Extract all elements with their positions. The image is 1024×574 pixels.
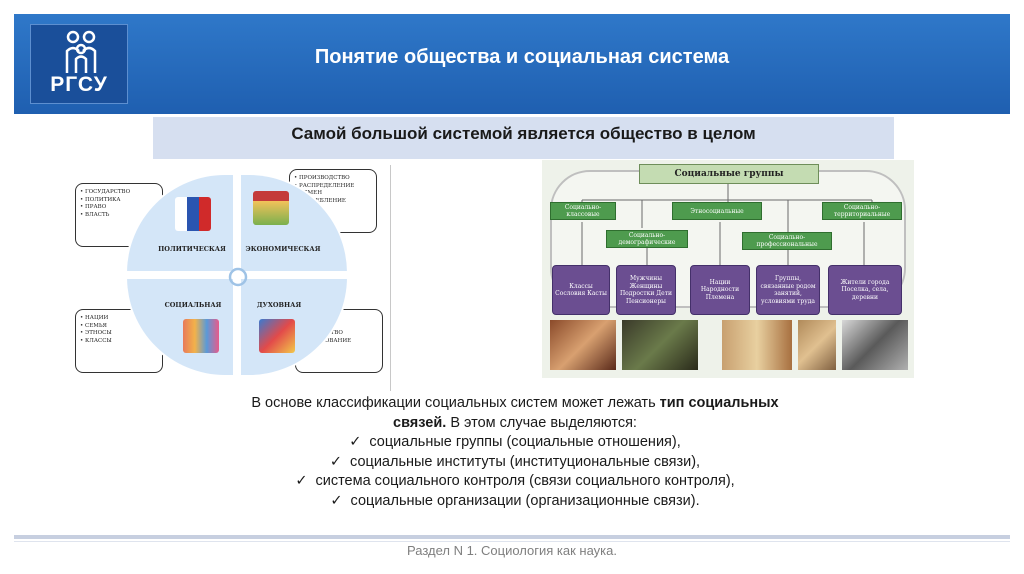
list-item: ✓социальные институты (институциональные… [329, 453, 701, 470]
example-demographic: Мужчины Женщины Подростки Дети Пенсионер… [616, 265, 676, 315]
intro-bold: тип социальных связей. [393, 395, 779, 431]
quadrant-label: ПОЛИТИЧЕСКАЯ [158, 245, 226, 253]
quadrant-economic: ЭКОНОМИЧЕСКАЯ [239, 173, 349, 273]
category-demographic: Социально-демографические [606, 230, 688, 248]
example-class: Классы Сословия Касты [552, 265, 610, 315]
quadrant-spiritual: ДУХОВНАЯ [239, 277, 349, 377]
social-item: НАЦИИ [80, 315, 158, 323]
social-item: ЭТНОСЫ [80, 330, 158, 338]
checkmark-icon: ✓ [295, 473, 308, 489]
economic-item: ПРОИЗВОДСТВО [294, 175, 372, 183]
spiritual-item: ОБРАЗОВАНИЕ [300, 338, 378, 346]
photo-nations [722, 320, 792, 370]
economic-item: ПОТРЕБЛЕНИЕ [294, 198, 372, 206]
footer-divider [14, 535, 1010, 539]
social-groups-diagram: Социальные группы Социально-классовые Эт… [542, 160, 914, 378]
photo-settlement [842, 320, 908, 370]
logo-figures-icon [65, 30, 97, 73]
social-item: СЕМЬЯ [80, 323, 158, 331]
economic-item: РАСПРЕДЕЛЕНИЕ [294, 183, 372, 191]
example-professional: Группы, связанные родом занятий, условия… [756, 265, 820, 315]
quadrant-social: СОЦИАЛЬНАЯ [125, 277, 235, 377]
photo-classes [550, 320, 616, 370]
economic-item: ОБМЕН [294, 190, 372, 198]
list-item: ✓социальные группы (социальные отношения… [349, 434, 681, 450]
political-item: ПОЛИТИКА [80, 197, 158, 205]
category-class: Социально-классовые [550, 202, 616, 220]
footer-caption: Раздел N 1. Социология как наука. [407, 543, 617, 558]
category-ethnic: Этносоциальные [672, 202, 762, 220]
quadrant-political: ПОЛИТИЧЕСКАЯ [125, 173, 235, 273]
footer-divider-thin [14, 541, 1010, 542]
society-spheres-diagram: ГОСУДАРСТВО ПОЛИТИКА ПРАВО ВЛАСТЬ ПРОИЗВ… [69, 165, 391, 391]
example-ethnic: Нации Народности Племена [690, 265, 750, 315]
groups-connectors [581, 184, 873, 265]
market-stall-icon [253, 191, 289, 225]
page-title: Понятие общества и социальная система [314, 46, 730, 68]
intro-plain: В основе классификации социальных систем… [251, 395, 660, 411]
political-item: ПРАВО [80, 204, 158, 212]
photo-workers [798, 320, 836, 370]
photo-people [622, 320, 698, 370]
cycle-arrows-icon [228, 267, 248, 287]
quadrant-label: СОЦИАЛЬНАЯ [164, 301, 222, 309]
flag-emblem-icon [175, 197, 211, 231]
checkmark-icon: ✓ [330, 492, 343, 509]
spheres-circle: ПОЛИТИЧЕСКАЯ ЭКОНОМИЧЕСКАЯ СОЦИАЛЬНАЯ ДУ… [125, 173, 351, 381]
family-icon [183, 319, 219, 353]
quadrant-label: ДУХОВНАЯ [256, 301, 302, 309]
quadrant-label: ЭКОНОМИЧЕСКАЯ [245, 245, 321, 253]
list-item: ✓социальные организации (организационные… [330, 492, 700, 509]
political-item: ГОСУДАРСТВО [80, 189, 158, 197]
logo-text: РГСУ [50, 73, 108, 96]
list-item: ✓система социального контроля (связи соц… [295, 473, 735, 489]
category-territorial: Социально-территориальные [822, 202, 902, 220]
subtitle-banner: Самой большой системой является общество… [153, 117, 894, 159]
groups-title: Социальные группы [639, 164, 819, 184]
rgsu-logo: РГСУ [30, 24, 128, 104]
political-item: ВЛАСТЬ [80, 212, 158, 220]
category-professional: Социально-профессиональные [742, 232, 832, 250]
books-globe-icon [259, 319, 295, 353]
checkmark-icon: ✓ [329, 453, 343, 470]
classification-text: В основе классификации социальных систем… [230, 394, 800, 511]
social-item: КЛАССЫ [80, 338, 158, 346]
intro-line: В основе классификации социальных систем… [230, 394, 800, 433]
checkmark-icon: ✓ [349, 434, 362, 450]
intro-tail: В этом случае выделяются: [446, 414, 637, 431]
slide-header: РГСУ Понятие общества и социальная систе… [14, 14, 1010, 114]
example-territorial: Жители города Поселка, села, деревни [828, 265, 902, 315]
